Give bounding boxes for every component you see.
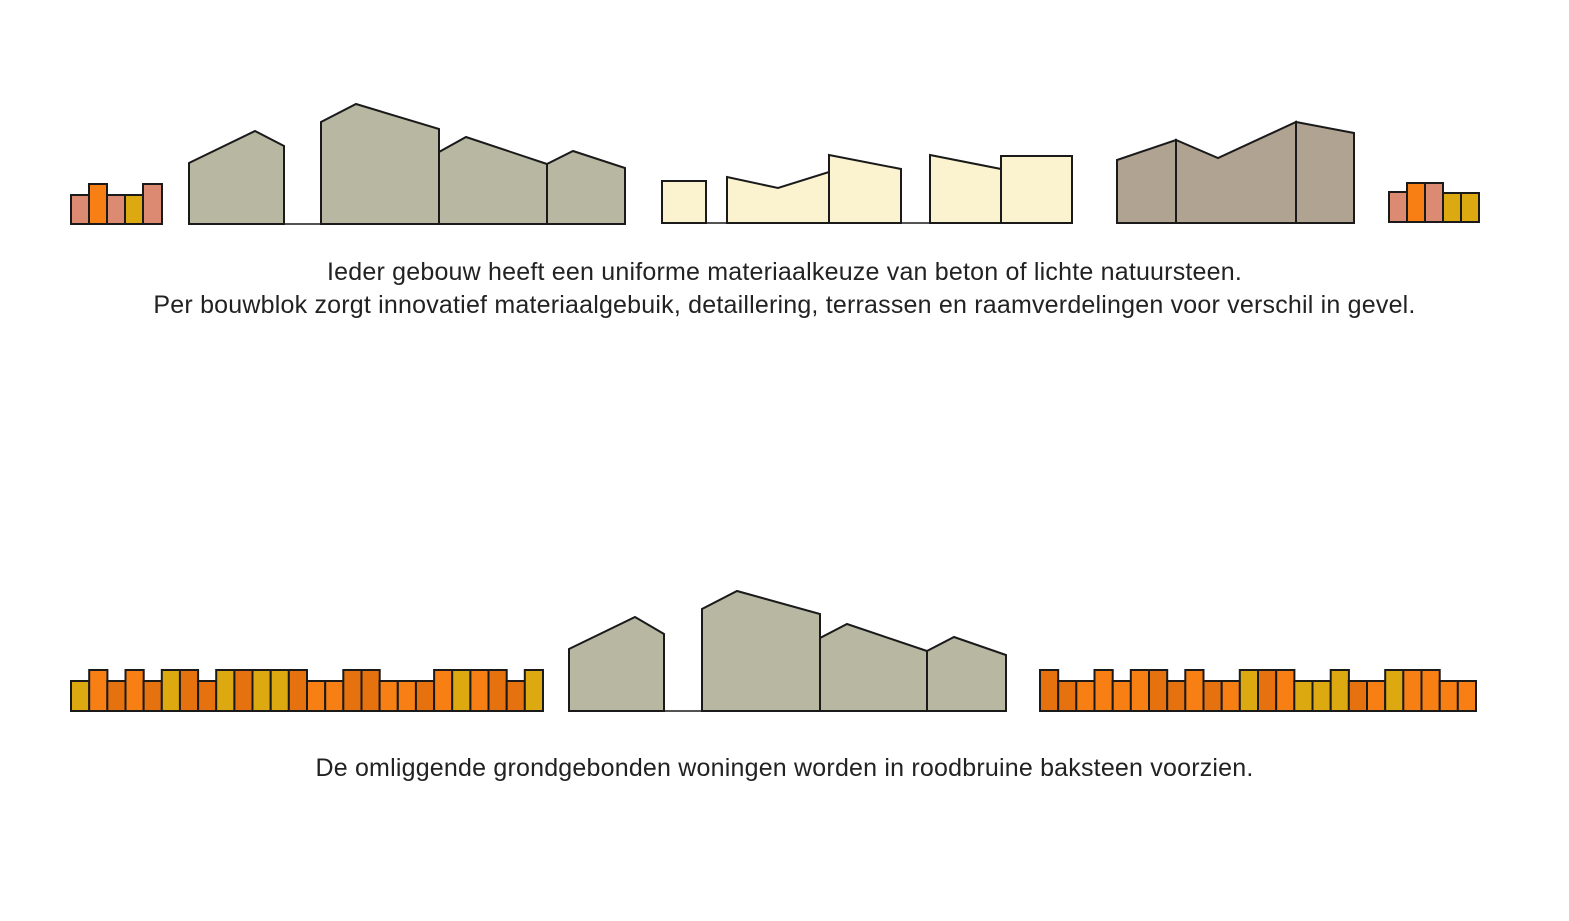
brick-house <box>142 680 163 712</box>
brick-house <box>1184 669 1205 712</box>
brick-house <box>469 669 490 712</box>
brick-house <box>88 183 108 225</box>
brick-house <box>1347 680 1369 712</box>
brick-house <box>88 669 109 712</box>
concrete-building <box>546 149 626 225</box>
brick-house <box>414 680 436 712</box>
brick-house <box>306 680 327 712</box>
brick-house <box>433 669 454 712</box>
brick-house <box>1366 680 1387 712</box>
brick-house <box>1111 680 1132 712</box>
brick-house <box>451 669 472 712</box>
caption-brick-bottom: De omliggende grondgebonden woningen wor… <box>0 752 1569 785</box>
natural-stone-building-block <box>1116 120 1355 224</box>
concrete-building <box>438 135 548 225</box>
small-brick-houses-right <box>1388 182 1480 223</box>
brick-house <box>1257 669 1278 712</box>
brick-house <box>1384 669 1405 712</box>
brick-house <box>1057 680 1078 712</box>
brick-house <box>1311 680 1332 712</box>
concrete-building <box>926 635 1007 712</box>
brick-house <box>142 183 163 225</box>
brick-house <box>324 680 345 712</box>
brick-house <box>1438 680 1459 712</box>
small-brick-houses-left <box>70 183 163 225</box>
brick-house <box>487 669 508 712</box>
brick-house <box>251 669 272 712</box>
light-stone-building <box>1000 155 1073 224</box>
caption-line-2: Per bouwblok zorgt innovatief materiaalg… <box>153 291 1416 319</box>
brick-house <box>233 669 254 712</box>
caption-line-bottom: De omliggende grondgebonden woningen wor… <box>315 754 1254 782</box>
brick-house <box>197 680 218 712</box>
brick-house <box>1093 669 1114 712</box>
brick-house <box>106 680 127 712</box>
brick-house <box>1202 680 1223 712</box>
brick-house <box>342 669 363 712</box>
brick-house <box>178 669 200 712</box>
brick-house <box>1148 669 1169 712</box>
brick-house <box>287 669 308 712</box>
concrete-building <box>188 129 285 225</box>
brick-house <box>1220 680 1241 712</box>
brick-house <box>523 669 544 712</box>
brick-house <box>1442 192 1462 223</box>
brick-row-right <box>1039 669 1478 712</box>
caption-materials-top: Ieder gebouw heeft een uniforme materiaa… <box>0 256 1569 322</box>
brick-house <box>1075 680 1096 712</box>
brick-house <box>1275 669 1296 712</box>
natural-stone-building <box>1116 138 1177 224</box>
brick-house <box>124 194 144 225</box>
brick-house <box>1238 669 1260 712</box>
light-stone-building-block <box>661 153 1073 224</box>
light-stone-building <box>726 170 830 224</box>
caption-line-1: Ieder gebouw heeft een uniforme materiaa… <box>327 258 1242 286</box>
light-stone-building <box>929 153 1002 224</box>
light-stone-building <box>828 153 902 224</box>
brick-row-left <box>70 669 544 712</box>
brick-house <box>269 669 290 712</box>
brick-house <box>1456 680 1478 712</box>
brick-house <box>1406 182 1426 223</box>
concrete-building-block <box>568 589 1007 712</box>
natural-stone-building <box>1175 120 1297 224</box>
light-stone-building <box>661 180 707 224</box>
brick-house <box>1329 669 1350 712</box>
brick-house <box>1039 669 1060 712</box>
elevation-diagram-top <box>70 102 1480 225</box>
brick-house <box>360 669 381 712</box>
brick-house <box>378 680 399 712</box>
brick-house <box>106 194 126 225</box>
elevation-diagram-bottom <box>70 589 1478 712</box>
concrete-building <box>320 102 440 225</box>
concrete-building-block <box>188 102 626 225</box>
brick-house <box>505 680 526 712</box>
brick-house <box>1293 680 1314 712</box>
natural-stone-building <box>1295 120 1355 224</box>
brick-house <box>1424 182 1444 223</box>
brick-house <box>215 669 236 712</box>
brick-house <box>1402 669 1423 712</box>
brick-house <box>1420 669 1441 712</box>
concrete-building <box>819 622 928 712</box>
brick-house <box>70 680 91 712</box>
brick-house <box>160 669 182 712</box>
brick-house <box>1166 680 1187 712</box>
brick-house <box>396 680 417 712</box>
brick-house <box>1388 191 1408 223</box>
concrete-building <box>701 589 821 712</box>
brick-house <box>1460 192 1480 223</box>
brick-house <box>124 669 145 712</box>
brick-house <box>1129 669 1151 712</box>
concrete-building <box>568 615 665 712</box>
brick-house <box>70 194 90 225</box>
